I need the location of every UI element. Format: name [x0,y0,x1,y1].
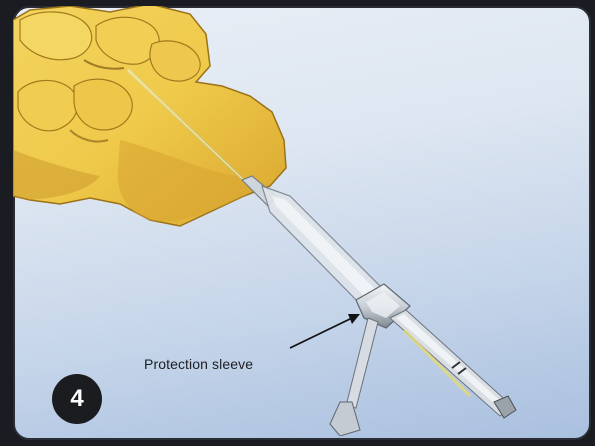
protection-sleeve-label: Protection sleeve [144,356,253,372]
step-number-badge: 4 [52,374,102,424]
drill-instrument [242,176,516,436]
pointer-arrow [290,314,360,348]
bone-shape [13,4,286,226]
